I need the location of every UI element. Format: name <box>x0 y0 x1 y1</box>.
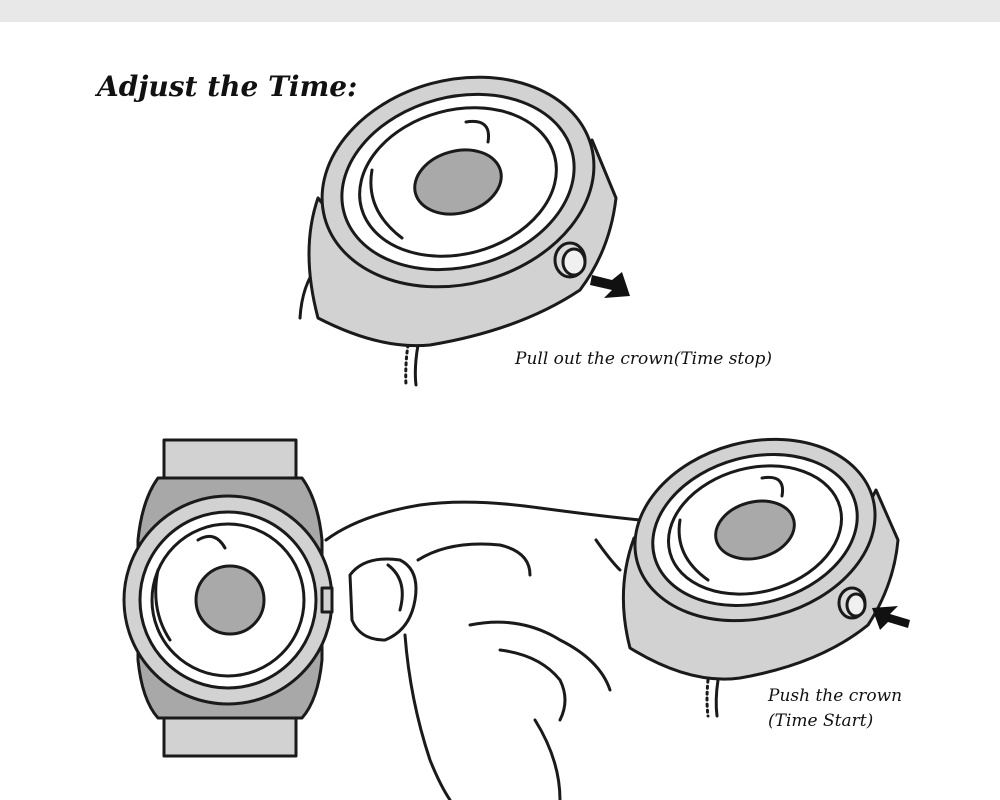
step-2-caption: Push the crown (Time Start) <box>768 684 902 734</box>
watch-front-view-illustration <box>122 438 334 758</box>
page-title: Adjust the Time: <box>97 70 358 103</box>
step-1-caption: Pull out the crown(Time stop) <box>515 347 772 372</box>
step-2-caption-line-2: (Time Start) <box>768 711 874 731</box>
push-arrow-icon <box>872 606 910 630</box>
step-2-caption-line-1: Push the crown <box>768 686 903 706</box>
pull-arrow-icon <box>590 272 630 298</box>
watch-crown-pulled-illustration <box>298 75 618 387</box>
top-bar <box>0 0 1000 22</box>
step-1-caption-line: Pull out the crown(Time stop) <box>515 349 773 369</box>
hand-illustration <box>324 500 642 800</box>
watch-crown-pushed-illustration <box>621 437 900 718</box>
